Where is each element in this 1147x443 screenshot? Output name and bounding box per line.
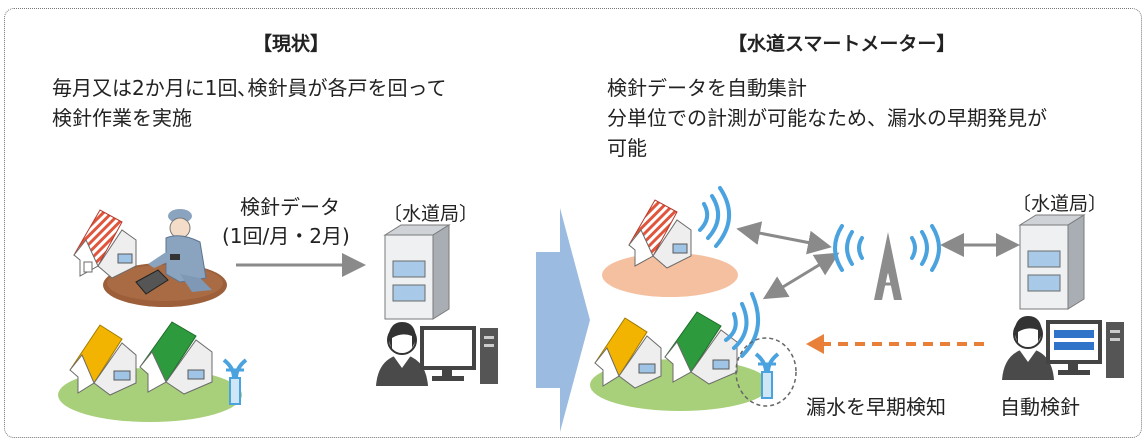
meter-reader-icon xyxy=(135,209,212,295)
transition-arrow xyxy=(536,208,590,432)
house-icon xyxy=(73,209,137,279)
house-icon xyxy=(69,324,137,396)
right-heading: 【水道スマートメーター】 xyxy=(728,33,956,55)
right-description-line3: 可能 xyxy=(607,136,647,160)
right-description-line1: 検針データを自動集計 xyxy=(607,76,807,100)
reading-data-label: 検針データ xyxy=(240,195,340,219)
house-icon xyxy=(139,321,213,395)
left-heading: 【現状】 xyxy=(253,33,330,55)
house-icon xyxy=(628,199,692,269)
antenna-tower-icon xyxy=(874,232,902,300)
left-description-line2: 検針作業を実施 xyxy=(52,106,192,130)
wireless-signal-icon xyxy=(698,186,732,248)
wireless-signal-icon xyxy=(724,292,760,358)
leak-highlight-circle xyxy=(735,337,797,407)
link-arrow-house-tower xyxy=(736,221,832,255)
link-arrow-tower-house xyxy=(762,252,840,300)
operator-pc-icon xyxy=(1002,316,1124,380)
wireless-signal-icon xyxy=(833,224,941,272)
reading-frequency-label: (1回/月・2月) xyxy=(222,224,350,248)
house-icon xyxy=(594,317,662,389)
water-faucet-icon xyxy=(754,352,780,399)
left-office-label: 〔水道局〕 xyxy=(383,203,479,225)
operator-pc-icon xyxy=(376,322,498,386)
office-building-icon xyxy=(1018,214,1086,310)
office-building-icon xyxy=(383,224,451,320)
left-description-line1: 毎月又は2か月に1回､検針員が各戸を回って xyxy=(52,76,447,100)
figure-frame xyxy=(4,8,1142,438)
auto-reading-label: 自動検針 xyxy=(1000,395,1080,419)
water-faucet-icon xyxy=(222,358,248,405)
right-office-label: 〔水道局〕 xyxy=(1012,193,1108,215)
leak-detection-label: 漏水を早期検知 xyxy=(806,395,946,419)
house-icon xyxy=(664,311,738,385)
right-description-line2: 分単位での計測が可能なため、漏水の早期発見が xyxy=(607,106,1047,130)
